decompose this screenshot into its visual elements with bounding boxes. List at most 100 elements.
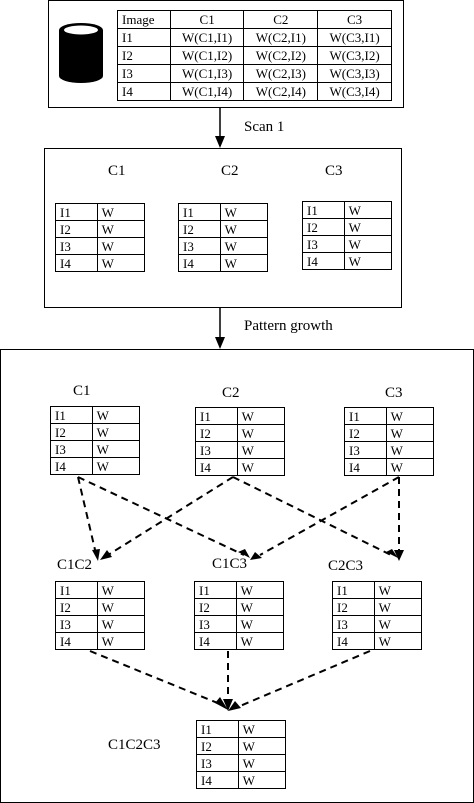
image-id-cell: I3 (194, 615, 237, 633)
header-cell: C2 (243, 10, 319, 29)
table-cell: W(C3,I1) (317, 28, 392, 47)
image-id-cell: I2 (302, 218, 345, 236)
weight-cell: W (219, 203, 269, 221)
image-id-cell: I1 (178, 203, 221, 221)
concept-label-c2: C2 (221, 163, 239, 179)
table-row: I4 W(C1,I4) W(C2,I4) W(C3,I4) (117, 82, 392, 101)
image-id-cell: I3 (332, 615, 375, 633)
weight-cell: W (219, 220, 269, 238)
level2-label-c1c2: C1C2 (57, 557, 93, 573)
scan-label: Scan 1 (244, 119, 285, 135)
image-id-cell: I2 (194, 598, 237, 616)
header-cell: C1 (169, 10, 245, 29)
table-cell: W(C2,I2) (243, 46, 319, 65)
weight-cell: W (96, 632, 146, 650)
table-cell: W(C2,I4) (243, 82, 319, 101)
image-id-cell: I2 (55, 598, 98, 616)
image-id-cell: I2 (50, 423, 93, 441)
table-row: I3 W(C1,I3) W(C2,I3) W(C3,I3) (117, 64, 392, 83)
weight-cell: W (237, 720, 287, 738)
header-cell: C3 (317, 10, 392, 29)
table-row: I2 W(C1,I2) W(C2,I2) W(C3,I2) (117, 46, 392, 65)
image-id-cell: I3 (55, 615, 98, 633)
weight-cell: W (236, 407, 286, 425)
weight-cell: W (96, 615, 146, 633)
weight-cell: W (96, 598, 146, 616)
image-id-cell: I1 (344, 407, 387, 425)
image-id-cell: I1 (55, 581, 98, 599)
weight-cell: W (237, 771, 287, 789)
weight-cell: W (385, 407, 435, 425)
weight-cell: W (96, 237, 146, 255)
weight-cell: W (219, 237, 269, 255)
level1-label-c1: C1 (73, 383, 91, 399)
table-cell: W(C3,I4) (317, 82, 392, 101)
concept-label-c1: C1 (108, 163, 126, 179)
weight-cell: W (343, 218, 393, 236)
image-id-cell: I1 (50, 406, 93, 424)
table-cell: I1 (117, 28, 171, 47)
level2-label-c1c3: C1C3 (212, 556, 248, 572)
image-id-cell: I3 (195, 441, 238, 459)
image-id-cell: I3 (178, 237, 221, 255)
level2-label-c2c3: C2C3 (328, 558, 364, 574)
image-id-cell: I4 (55, 632, 98, 650)
weight-cell: W (91, 440, 141, 458)
image-id-cell: I1 (195, 407, 238, 425)
weight-cell: W (385, 424, 435, 442)
weight-cell: W (237, 737, 287, 755)
weight-cell: W (219, 254, 269, 272)
image-id-cell: I4 (302, 252, 345, 270)
pattern-growth-label: Pattern growth (244, 318, 333, 334)
level1-label-c3: C3 (385, 385, 403, 401)
weight-cell: W (343, 235, 393, 253)
weight-cell: W (373, 581, 423, 599)
weight-cell: W (96, 581, 146, 599)
table-cell: W(C3,I3) (317, 64, 392, 83)
image-id-cell: I3 (50, 440, 93, 458)
image-id-cell: I3 (344, 441, 387, 459)
table-cell: W(C1,I3) (169, 64, 245, 83)
image-id-cell: I2 (178, 220, 221, 238)
weight-cell: W (373, 632, 423, 650)
image-id-cell: I4 (194, 632, 237, 650)
weight-cell: W (236, 424, 286, 442)
image-id-cell: I1 (302, 201, 345, 219)
image-id-cell: I1 (332, 581, 375, 599)
image-id-cell: I3 (302, 235, 345, 253)
weight-cell: W (343, 201, 393, 219)
table-cell: W(C2,I1) (243, 28, 319, 47)
weight-cell: W (235, 632, 285, 650)
